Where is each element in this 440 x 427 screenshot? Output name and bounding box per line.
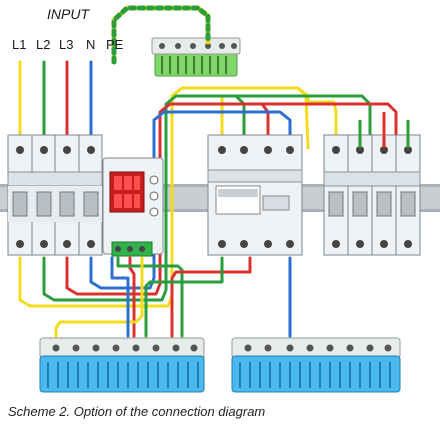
output-breaker-group	[323, 134, 421, 256]
n-busbar-right	[231, 337, 401, 393]
label-l1: L1	[12, 37, 27, 52]
caption: Scheme 2. Option of the connection diagr…	[8, 404, 266, 419]
label-l2: L2	[36, 37, 51, 52]
pe-busbar	[151, 37, 241, 77]
pe-wire	[111, 5, 211, 65]
label-l3: L3	[59, 37, 74, 52]
input-title: INPUT	[47, 6, 89, 22]
output-wires	[358, 112, 410, 148]
label-pe: PE	[106, 37, 124, 52]
contactor	[207, 134, 303, 256]
main-breaker-group	[7, 134, 103, 256]
label-n: N	[86, 37, 96, 52]
n-busbar-left	[39, 337, 205, 393]
input-wires	[18, 60, 93, 150]
voltage-relay	[102, 157, 164, 257]
